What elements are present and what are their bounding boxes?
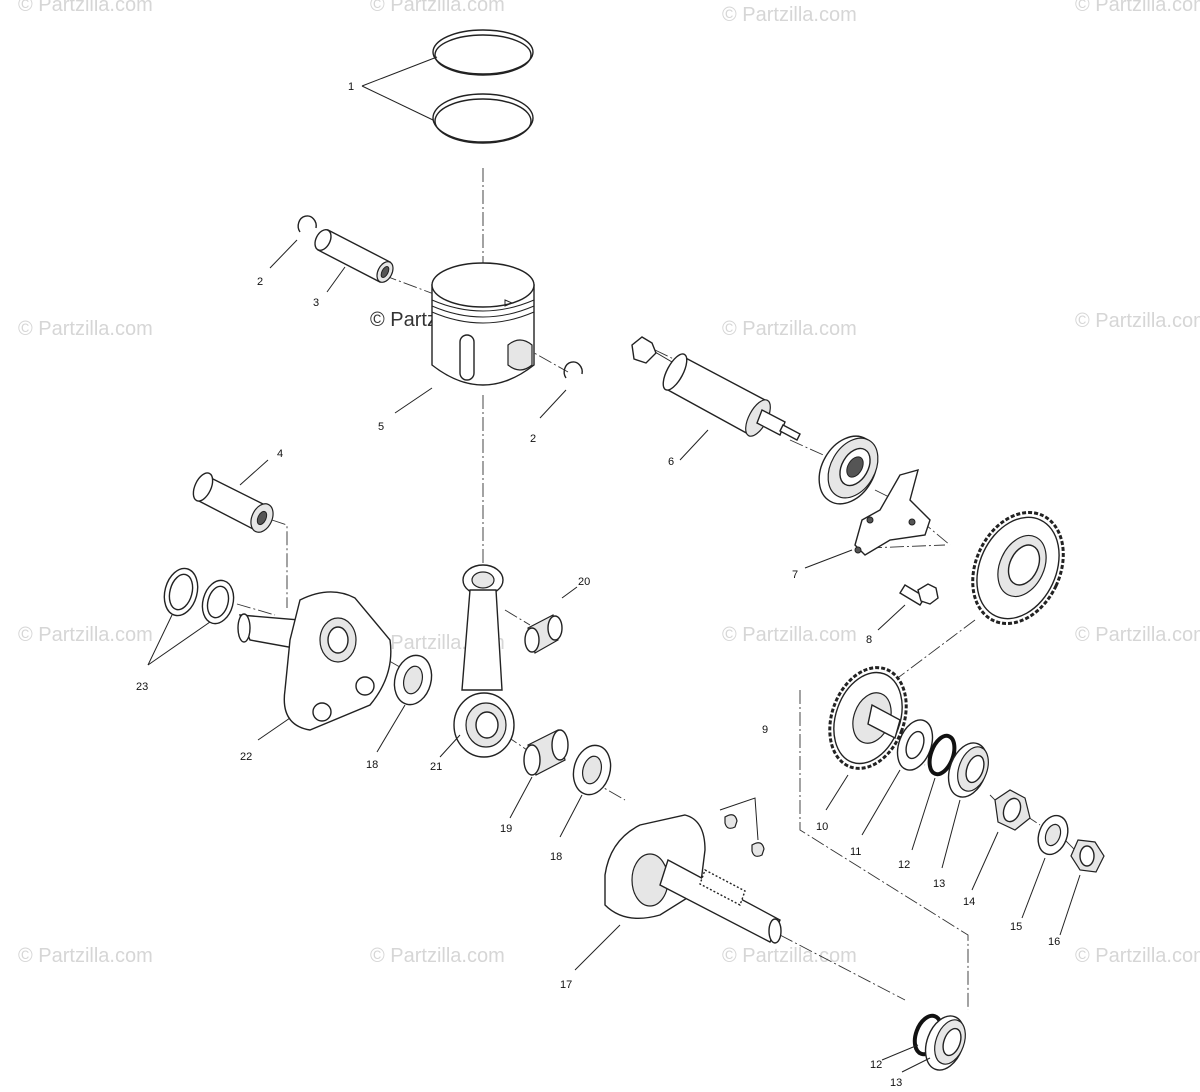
watermark: © Partzilla.com <box>1075 945 1200 967</box>
starter-gear-part <box>971 511 1065 625</box>
watermark: © Partzilla.com <box>18 318 153 340</box>
callout-2: 2 <box>257 276 263 288</box>
callout-13: 13 <box>933 878 945 890</box>
woodruff-key-part <box>751 842 765 857</box>
callout-1: 1 <box>348 81 354 93</box>
wrist-pin-part <box>314 228 394 283</box>
callout-16: 16 <box>1048 936 1060 948</box>
circlip-part <box>297 215 317 233</box>
watermark: © Partzilla.com <box>722 318 857 340</box>
piston-part <box>431 262 535 386</box>
watermark: © Partzilla.com <box>370 0 505 16</box>
watermark: © Partzilla.com <box>722 4 857 26</box>
crank-half-left-part <box>237 591 392 731</box>
bearing-race-part <box>924 1015 966 1071</box>
crank-half-right-part <box>604 814 782 944</box>
callout-18: 18 <box>550 851 562 863</box>
watermark: © Partzilla.com <box>1075 624 1200 646</box>
watermark: © Partzilla.com <box>370 945 505 967</box>
bushing-part <box>192 472 274 533</box>
callout-13: 13 <box>890 1077 902 1089</box>
watermark: © Partzilla.com <box>1075 0 1200 16</box>
callout-4: 4 <box>277 448 283 460</box>
needle-bearing-small-part <box>524 614 563 654</box>
circlip-part <box>563 361 583 379</box>
callout-14: 14 <box>963 896 975 908</box>
bearing-part <box>818 435 879 505</box>
callout-15: 15 <box>1010 921 1022 933</box>
armature-shaft-part <box>631 336 801 441</box>
callout-18: 18 <box>366 759 378 771</box>
woodruff-key-part <box>724 814 738 829</box>
piston-rings-part <box>432 29 534 144</box>
bracket-plate-part <box>854 468 931 556</box>
watermark: © Partzilla.com <box>722 945 857 967</box>
callout-23: 23 <box>136 681 148 693</box>
callout-2: 2 <box>530 433 536 445</box>
callout-6: 6 <box>668 456 674 468</box>
watermark: © Partzilla.com <box>18 0 153 16</box>
callout-7: 7 <box>792 569 798 581</box>
callout-12: 12 <box>870 1059 882 1071</box>
watermark: © Partzilla.com <box>18 945 153 967</box>
callout-22: 22 <box>240 751 252 763</box>
connecting-rod-part <box>453 564 515 758</box>
bearing-race-part <box>947 742 989 798</box>
hex-nut-part <box>1070 839 1105 873</box>
snap-ring-part <box>927 733 957 777</box>
callout-21: 21 <box>430 761 442 773</box>
callout-11: 11 <box>850 846 861 858</box>
callout-20: 20 <box>578 576 590 588</box>
callout-9: 9 <box>762 724 768 736</box>
callout-12: 12 <box>898 859 910 871</box>
needle-bearing-large-part <box>523 729 569 776</box>
drive-gear-part <box>828 666 908 770</box>
lock-nut-part <box>994 789 1031 831</box>
watermark: © Partzilla.com <box>18 624 153 646</box>
watermark: © Partzilla.com <box>722 624 857 646</box>
callout-19: 19 <box>500 823 512 835</box>
callout-8: 8 <box>866 634 872 646</box>
callout-17: 17 <box>560 979 572 991</box>
bolt-part <box>899 583 939 606</box>
callout-10: 10 <box>816 821 828 833</box>
callout-3: 3 <box>313 297 319 309</box>
watermark: © Partzilla.com <box>1075 310 1200 332</box>
callout-5: 5 <box>378 421 384 433</box>
